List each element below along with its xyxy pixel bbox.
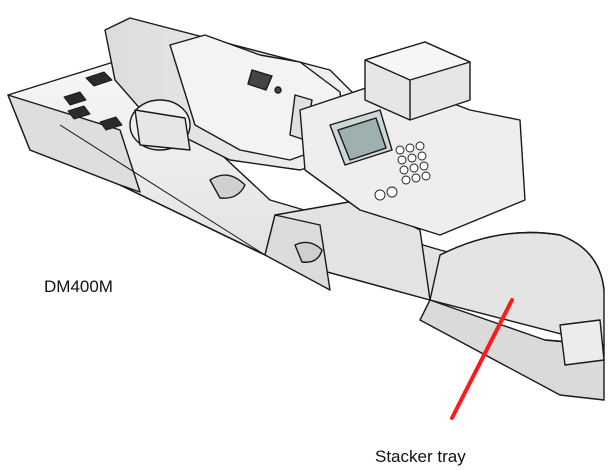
callout-arrow-icon (450, 298, 514, 420)
top-box (364, 41, 471, 121)
front-body (119, 174, 431, 301)
model-label: DM400M (44, 277, 113, 296)
feeder-slots (63, 71, 123, 131)
callout-label: Stacker tray (375, 447, 466, 466)
stacker-tray (419, 231, 605, 401)
control-panel (299, 79, 526, 236)
